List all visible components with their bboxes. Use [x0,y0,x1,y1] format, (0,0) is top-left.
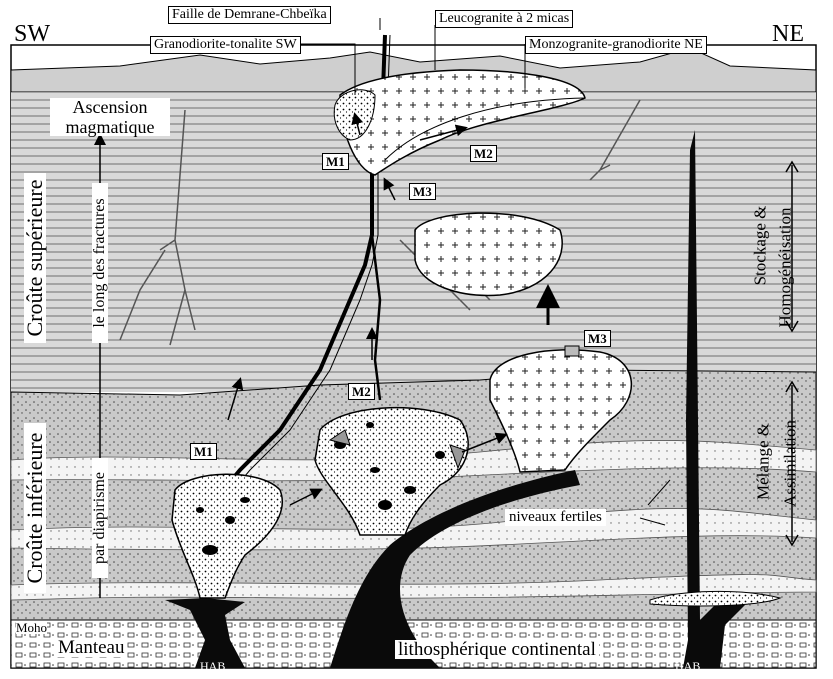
tag-m3-top: M3 [409,183,436,200]
leucogranite-body [339,69,586,176]
fault-label: Faille de Demrane-Chbeïka [168,6,331,24]
homogenisation-label: Homogénéisation [775,207,795,328]
enclaves-m2 [334,422,445,510]
hab-left-label: HAB [200,659,226,673]
assimilation-label: Assimilation [780,420,800,507]
ascension-line2: magmatique [65,117,155,137]
enclaves-m1 [196,497,250,555]
mixing-label: Mélange & [753,423,773,500]
storage-label: Stockage & [750,205,770,286]
moho-label: Moho [16,620,48,635]
monzogranite-label: Monzogranite-granodiorite NE [525,36,707,54]
tag-m2-top: M2 [470,145,497,162]
hab-right-label: HAB [675,659,701,673]
diapir-m1 [171,473,283,599]
hab-central-body [330,470,580,668]
fertile-pointers [639,479,671,526]
lower-crust-label: Croûte inférieure [22,423,47,593]
ascension-label: Ascension magmatique [50,98,170,136]
tag-m1-top: M1 [322,153,349,170]
surface-relief [10,47,817,93]
fertile-levels-label: niveaux fertiles [505,509,606,526]
tag-m1-low: M1 [190,443,217,460]
diapir-m3 [489,349,633,473]
leucogranite-label: Leucogranite à 2 micas [435,10,574,28]
mid-pluton [414,212,563,297]
upper-crust-label: Croûte supérieure [22,173,47,343]
sw-label: SW [14,21,50,47]
ne-label: NE [772,21,804,47]
tag-m3-mid: M3 [584,330,611,347]
manteau-label: Manteau [55,638,128,657]
stage-arrows [785,160,799,547]
tag-m2-mid: M2 [348,383,375,400]
hab-left-body [165,598,245,668]
ascension-line1: Ascension [72,97,148,117]
litho-label: lithosphérique continental [395,640,599,659]
diapir-m2 [314,406,469,536]
diapirism-label: par diapirisme [91,458,108,578]
granodiorite-sw-label: Granodiorite-tonalite SW [150,36,301,54]
hab-right-body [683,130,745,668]
along-fractures-label: le long des fractures [91,183,108,343]
